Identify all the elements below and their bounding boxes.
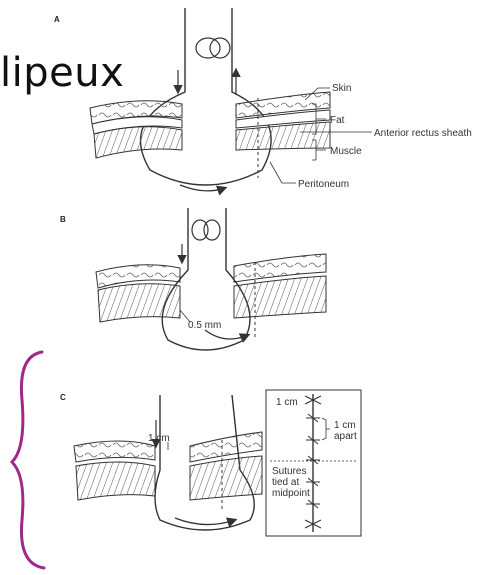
panel-c: C 1 cm (60, 390, 361, 536)
inset-label-top: 1 cm (276, 397, 298, 408)
muscle-left-c (76, 462, 155, 500)
arrow-c-bottom (175, 518, 235, 525)
panel-a: A Skin Fat Anterior rect (54, 8, 472, 191)
inset-label-sutures-2: tied at (272, 477, 299, 488)
muscle-left-a (94, 127, 182, 158)
peritoneum-leader (270, 162, 296, 183)
label-fat: Fat (330, 115, 345, 126)
label-muscle: Muscle (330, 146, 362, 157)
label-peritoneum: Peritoneum (298, 179, 349, 190)
label-skin: Skin (332, 83, 351, 94)
inset-label-apart-1: 1 cm (334, 420, 356, 431)
panel-a-letter: A (54, 15, 60, 24)
label-anterior-rectus-sheath: Anterior rectus sheath (374, 128, 472, 139)
bowel-lumen-a-left (196, 38, 220, 58)
panel-b-letter: B (60, 215, 66, 224)
muscle-right-c (190, 456, 262, 500)
inset-label-sutures-3: midpoint (272, 488, 310, 499)
inset-label-sutures-1: Sutures (272, 466, 306, 477)
bowel-lumen-b-right (204, 220, 220, 240)
suture-inset: 1 cm 1 cm apart Sutures tied at midpoint (266, 390, 361, 536)
panel-c-letter: C (60, 393, 66, 402)
fat-left-c (74, 441, 155, 462)
arrow-a-bottom (180, 185, 225, 191)
muscle-left-b (98, 284, 180, 322)
purple-brace-annotation (12, 352, 44, 568)
overlay-text: lipeux (0, 50, 124, 96)
muscle-right-b (234, 276, 326, 318)
bowel-loop-a (141, 8, 272, 185)
label-gap-c: 1 cm (148, 433, 170, 444)
arrow-b-bottom (205, 330, 248, 339)
panel-b: B 0.5 mm (60, 208, 326, 350)
inset-label-apart-2: apart (334, 431, 357, 442)
label-gap-b: 0.5 mm (188, 320, 221, 331)
